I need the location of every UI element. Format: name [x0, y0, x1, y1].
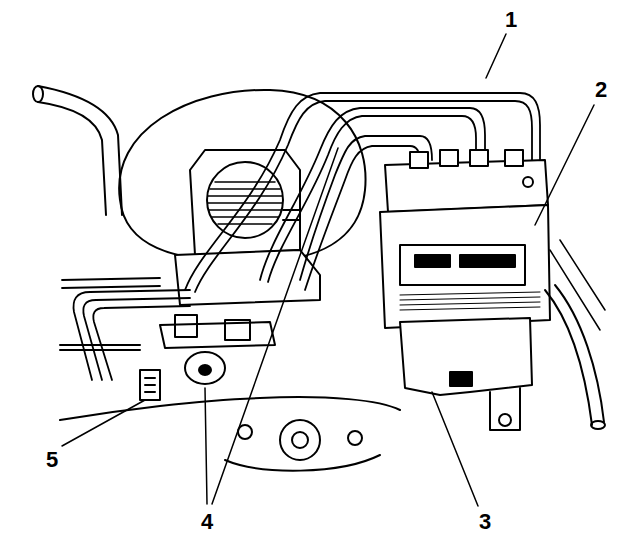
- body-panel: [550, 240, 605, 330]
- bracket-edge: [225, 455, 380, 471]
- fitting: [175, 315, 197, 337]
- callout-number: 3: [477, 510, 493, 534]
- bracket-slots: [145, 378, 155, 392]
- leader-line: [535, 105, 594, 225]
- bracket: [140, 370, 160, 400]
- leader-line: [62, 400, 145, 446]
- leader-lines: [62, 34, 594, 506]
- leader-line: [486, 34, 506, 78]
- line-fittings: [410, 150, 523, 168]
- mount: [280, 420, 320, 460]
- bracket-tab: [450, 372, 472, 386]
- mounting-bracket: [400, 318, 532, 395]
- callout-number: 2: [593, 78, 609, 102]
- module-ribs: [400, 292, 540, 310]
- frame: [60, 345, 140, 350]
- bolt: [499, 414, 511, 426]
- connector-pins: [415, 255, 450, 267]
- hose: [545, 290, 592, 425]
- module-connector: [400, 245, 525, 285]
- callout-number: 4: [199, 510, 215, 534]
- hose: [555, 285, 604, 422]
- bracket-leg: [490, 388, 520, 430]
- connector-pins: [460, 255, 515, 267]
- bolt: [238, 425, 252, 439]
- brake-lines: [62, 278, 190, 380]
- leader-line: [205, 388, 207, 504]
- proportioning-valve: [185, 352, 225, 384]
- reservoir-cap: [207, 162, 283, 238]
- hose-end: [33, 86, 43, 102]
- callout-number: 1: [503, 8, 519, 32]
- bolt: [523, 177, 533, 187]
- hose: [38, 102, 106, 215]
- valve-body: [160, 322, 275, 348]
- bolt: [292, 432, 308, 448]
- callout-number: 5: [44, 448, 60, 472]
- valve-center: [199, 365, 211, 375]
- leader-line: [432, 392, 478, 506]
- bolt: [348, 431, 362, 445]
- control-module: [380, 205, 550, 328]
- hose-end: [591, 421, 605, 429]
- frame: [60, 397, 400, 420]
- leader-line: [212, 148, 338, 504]
- hose: [38, 86, 122, 215]
